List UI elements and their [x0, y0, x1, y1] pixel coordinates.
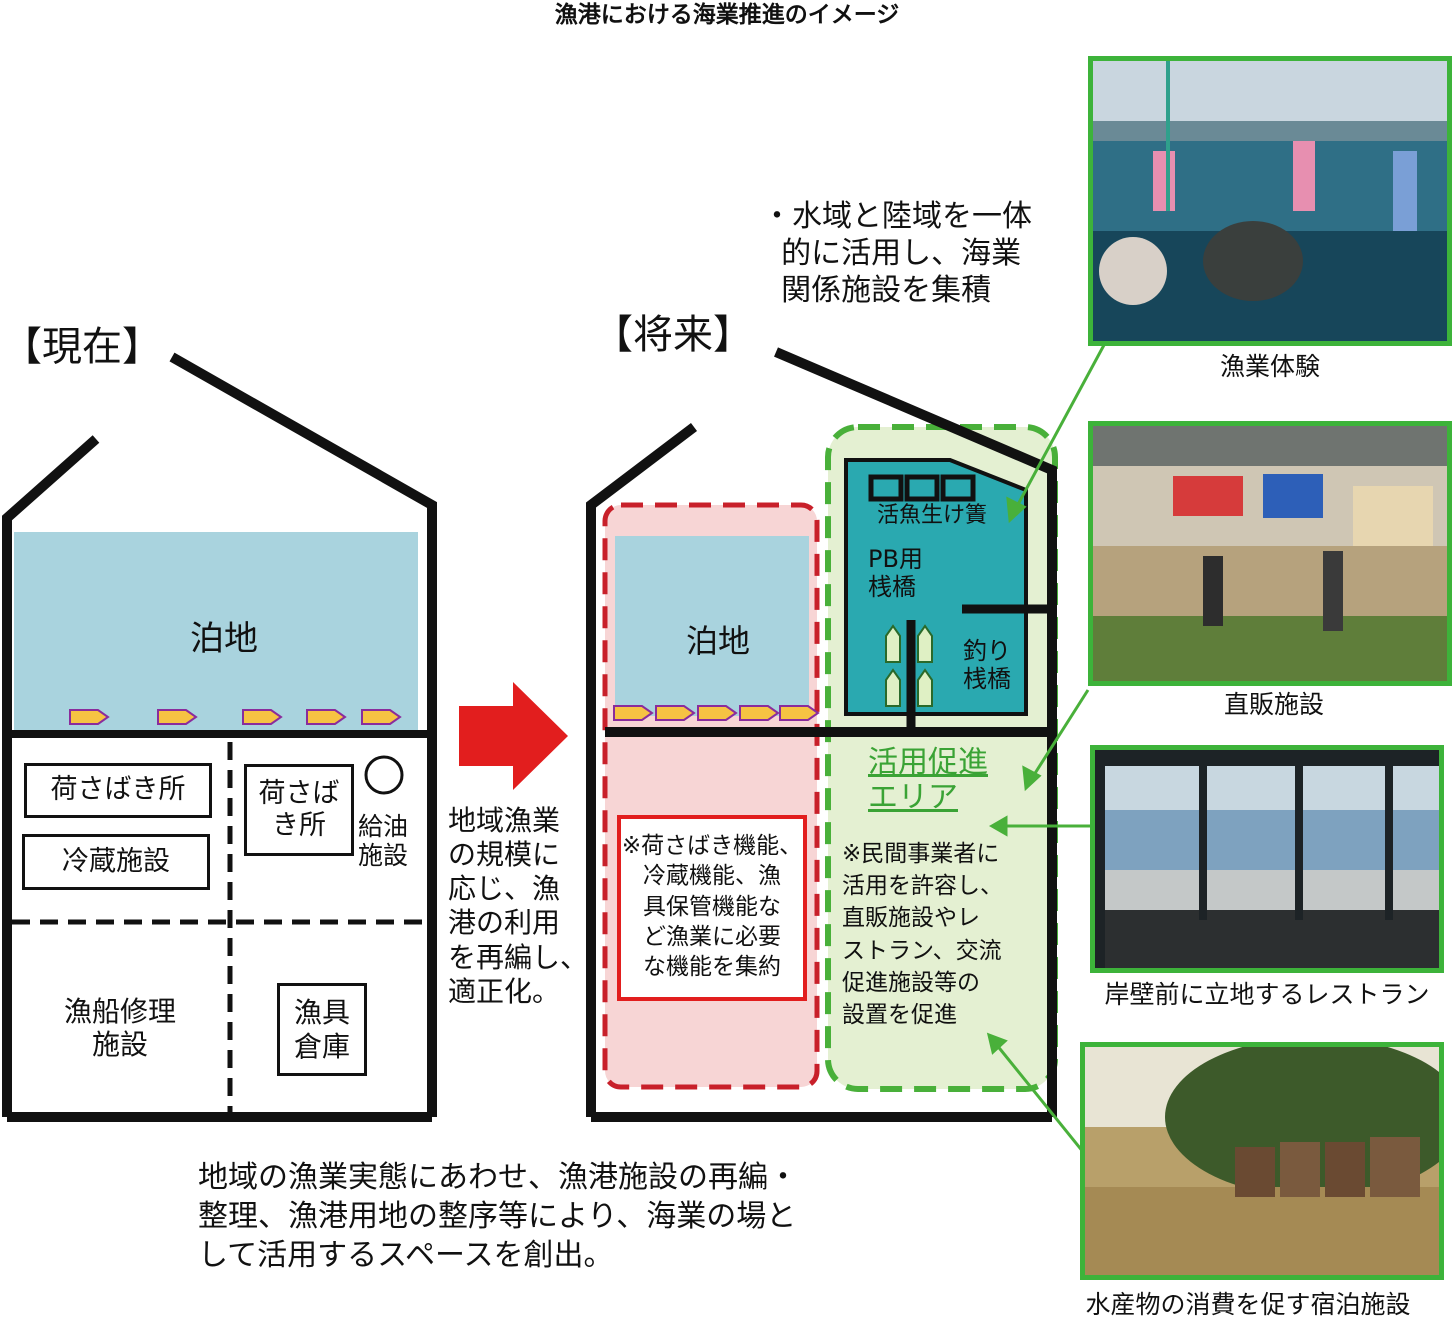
bottom-summary: 地域の漁業実態にあわせ、漁港施設の再編・ 整理、漁港用地の整序等により、海業の場…	[198, 1160, 798, 1273]
current-boats	[69, 709, 402, 725]
current-anchorage-label: 泊地	[190, 619, 258, 659]
private-business-note: ※民間事業者に 活用を許容し、 直販施設やレ ストラン、交流 促進施設等の 設置…	[842, 841, 1003, 1028]
lodging-facility-photo	[1080, 1042, 1444, 1280]
future-right-breakwater	[774, 347, 1057, 1117]
gear-storage-facility: 漁具 倉庫	[277, 983, 367, 1076]
pleasure-boat-icon	[885, 668, 901, 707]
future-boats	[613, 705, 820, 721]
photo-caption-2: 直販施設	[1223, 690, 1325, 719]
pleasure-boat-icon	[917, 668, 933, 707]
fishing-boat-icon	[242, 709, 283, 725]
future-anchorage-water	[615, 536, 809, 716]
pb-pier-label: PB用 桟橋	[868, 545, 923, 602]
fishing-boat-icon	[157, 709, 198, 725]
fishing-boat-icon	[306, 709, 347, 725]
fishing-boat-icon	[361, 709, 402, 725]
fuel-tank-icon	[364, 755, 404, 795]
diagram-title: 漁港における海業推進のイメージ	[554, 2, 900, 28]
boat-repair-facility: 漁船修理 施設	[64, 995, 177, 1061]
cold-storage-facility: 冷蔵施設	[22, 834, 210, 890]
handling-facility-1: 荷さばき所	[24, 763, 212, 818]
photo-caption-4: 水産物の消費を促す宿泊施設	[1085, 1290, 1411, 1319]
consolidation-note: ※荷さばき機能、 冷蔵機能、漁 具保管機能な ど漁業に必要 な機能を集約	[617, 815, 807, 1001]
pleasure-boat-icon	[885, 624, 901, 663]
future-anchorage-label: 泊地	[686, 622, 751, 660]
fishing-boat-icon	[613, 705, 654, 721]
fishing-boat-icon	[69, 709, 110, 725]
transition-description: 地域漁業 の規模に 応じ、漁 港の利用 を再編し、 適正化。	[448, 804, 589, 1008]
fishing-boat-icon	[739, 705, 780, 721]
future-label: 【将来】	[593, 312, 753, 358]
fuel-facility-label: 給油 施設	[358, 812, 409, 871]
current-left-breakwater	[2, 435, 100, 1117]
fishing-boat-icon	[697, 705, 738, 721]
fishing-boat-icon	[779, 705, 820, 721]
future-left-breakwater	[586, 423, 698, 1117]
fish-cage-icon	[868, 474, 976, 502]
fishing-experience-photo	[1088, 56, 1452, 346]
pleasure-boat-icon	[917, 624, 933, 663]
fishing-boat-icon	[655, 705, 696, 721]
pleasure-boats	[885, 624, 933, 707]
current-right-breakwater	[169, 352, 437, 1117]
promotion-area-label: 活用促進 エリア	[868, 745, 988, 816]
direct-sales-photo	[1088, 421, 1452, 686]
handling-facility-2: 荷さば き所	[244, 764, 354, 856]
live-fish-cage-label: 活魚生け簀	[877, 503, 988, 528]
photo-caption-3: 岸壁前に立地するレストラン	[1104, 980, 1430, 1009]
transition-arrow-icon	[459, 682, 568, 790]
waterfront-restaurant-photo	[1090, 745, 1444, 973]
current-harbor	[2, 352, 437, 1122]
current-label: 【現在】	[2, 324, 162, 370]
integration-note: ・水域と陸域を一体 的に活用し、海業 関係施設を集積	[762, 199, 1032, 309]
photo-connectors	[986, 344, 1106, 1159]
fishing-pier-label: 釣り 桟橋	[963, 637, 1011, 694]
photo-caption-1: 漁業体験	[1219, 352, 1321, 381]
current-anchorage-water	[14, 532, 418, 732]
